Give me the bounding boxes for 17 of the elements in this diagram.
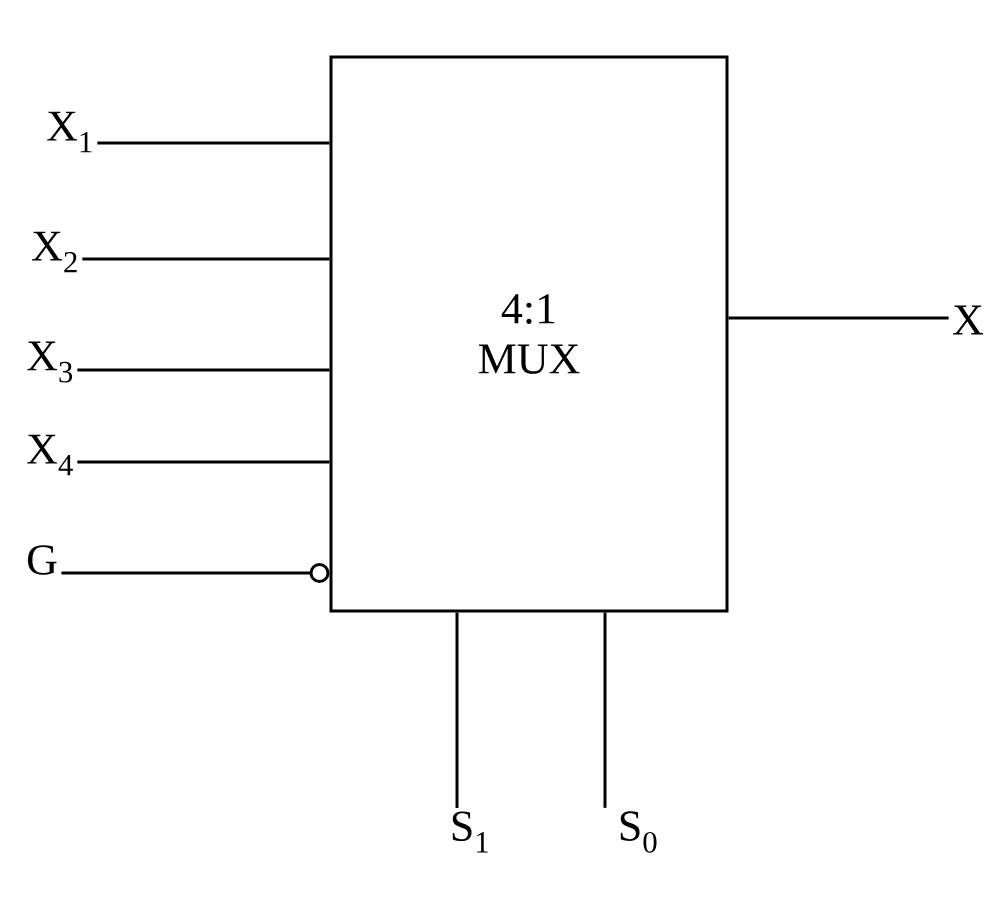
signal-label: X$_{2}$	[32, 231, 77, 273]
signal-line	[77, 460, 330, 464]
signal-label: X$_{4}$	[27, 434, 73, 476]
mux-box: 4:1 MUX	[329, 55, 729, 613]
signal-label: X$_{3}$	[27, 341, 73, 383]
signal-label: X	[953, 305, 984, 335]
signal-line	[603, 612, 607, 808]
signal-line	[82, 257, 330, 261]
signal-label: S$_{0}$	[620, 811, 657, 853]
signal-line	[728, 316, 949, 320]
signal-line	[455, 612, 459, 809]
signal-label: G	[27, 545, 57, 575]
signal-label: X$_{1}$	[47, 111, 92, 153]
signal-line	[97, 141, 330, 145]
signal-line	[77, 368, 330, 372]
signal-label: S$_{1}$	[452, 811, 488, 853]
inverted-input-line	[61, 563, 330, 583]
